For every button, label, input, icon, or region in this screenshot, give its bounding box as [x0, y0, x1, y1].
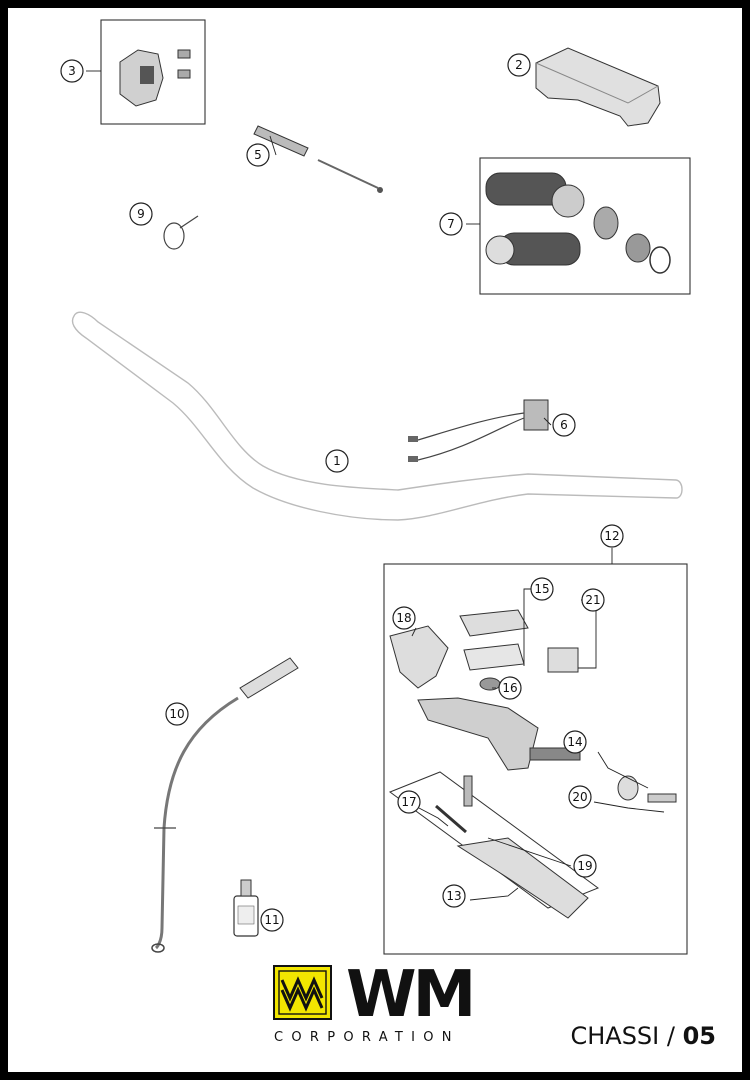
- callout-16: 16: [498, 676, 522, 700]
- callout-6: 6: [552, 413, 576, 437]
- callout-2: 2: [507, 53, 531, 77]
- svg-text:5: 5: [254, 148, 262, 162]
- brand-subtitle: CORPORATION: [274, 1030, 460, 1045]
- svg-text:14: 14: [567, 735, 582, 749]
- svg-text:3: 3: [68, 64, 76, 78]
- callout-13: 13: [442, 884, 466, 908]
- callout-11: 11: [260, 908, 284, 932]
- master-cylinder-part: [388, 609, 677, 919]
- svg-text:18: 18: [396, 611, 411, 625]
- cable-tie-part: [163, 215, 199, 250]
- section-prefix: CHASSI /: [570, 1022, 683, 1050]
- handlebar-pad-part: [535, 47, 661, 127]
- exploded-parts-diagram: 3 2 5 9 7 6 1 12 15 21 18 16 10 14 20 17…: [60, 19, 691, 1020]
- oil-bottle-part: [233, 879, 259, 937]
- kill-switch-part: [408, 399, 549, 462]
- svg-text:7: 7: [447, 217, 455, 231]
- callout-14: 14: [563, 730, 587, 754]
- svg-text:16: 16: [502, 681, 517, 695]
- callout-9: 9: [129, 202, 153, 226]
- callout-12: 12: [600, 524, 624, 548]
- throttle-cable-part: [253, 125, 383, 193]
- part-3-box: [100, 19, 206, 125]
- leader-lines: [86, 70, 665, 901]
- callout-1: 1: [325, 449, 349, 473]
- svg-text:13: 13: [446, 889, 461, 903]
- callout-21: 21: [581, 588, 605, 612]
- svg-text:15: 15: [534, 582, 549, 596]
- callout-7: 7: [439, 212, 463, 236]
- handlebar-part: [71, 311, 683, 521]
- svg-text:6: 6: [560, 418, 568, 432]
- switch-housing-part: [119, 49, 191, 107]
- callout-15: 15: [530, 577, 554, 601]
- section-number: 05: [682, 1022, 716, 1050]
- part-7-box: [479, 157, 691, 295]
- section-label: CHASSI / 05: [570, 1022, 716, 1050]
- svg-text:1: 1: [333, 454, 341, 468]
- part-12-box: [383, 563, 688, 955]
- callout-10: 10: [165, 702, 189, 726]
- grips-part: [485, 172, 671, 274]
- svg-text:21: 21: [585, 593, 600, 607]
- svg-text:9: 9: [137, 207, 145, 221]
- callout-3: 3: [60, 59, 84, 83]
- callout-5: 5: [246, 143, 270, 167]
- wm-logo-mark: [273, 965, 332, 1020]
- svg-text:2: 2: [515, 58, 523, 72]
- callout-19: 19: [573, 854, 597, 878]
- callout-18: 18: [392, 606, 416, 630]
- svg-text:11: 11: [264, 913, 279, 927]
- callout-20: 20: [568, 785, 592, 809]
- brand-wordmark: WM: [346, 958, 476, 1032]
- clutch-cable-part: [151, 657, 299, 953]
- svg-text:19: 19: [577, 859, 592, 873]
- svg-text:17: 17: [401, 795, 416, 809]
- callout-17: 17: [397, 790, 421, 814]
- svg-text:12: 12: [604, 529, 619, 543]
- diagram-page: 3 2 5 9 7 6 1 12 15 21 18 16 10 14 20 17…: [8, 8, 742, 1072]
- svg-text:20: 20: [572, 790, 587, 804]
- svg-text:10: 10: [169, 707, 184, 721]
